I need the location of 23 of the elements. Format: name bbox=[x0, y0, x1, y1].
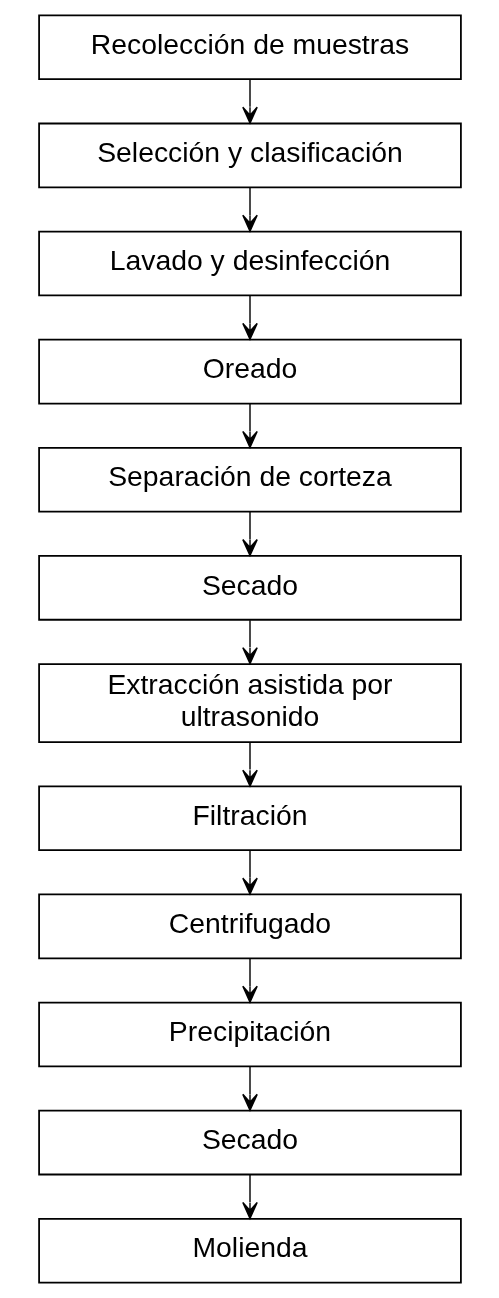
arrow bbox=[241, 1173, 258, 1220]
node-box: Selección y clasificación bbox=[37, 122, 462, 189]
arrow bbox=[241, 511, 258, 557]
node-box: Molienda bbox=[37, 1217, 462, 1284]
arrow bbox=[241, 1065, 258, 1111]
arrow bbox=[241, 741, 258, 787]
arrow bbox=[241, 619, 258, 665]
node-box: Oreado bbox=[37, 338, 462, 405]
node-box: Precipitación bbox=[37, 1001, 462, 1068]
arrow bbox=[241, 78, 258, 124]
node-box: Recolección de muestras bbox=[37, 14, 462, 81]
arrow bbox=[241, 294, 258, 341]
node-box: Lavado y desinfección bbox=[37, 230, 462, 297]
node-box: Filtración bbox=[37, 785, 462, 852]
arrow bbox=[241, 957, 258, 1003]
node-box: Separación de corteza bbox=[37, 446, 462, 513]
node-box: Secado bbox=[37, 1109, 462, 1176]
arrow bbox=[241, 402, 258, 449]
arrow bbox=[241, 186, 258, 232]
arrow bbox=[241, 849, 258, 895]
node-box: Centrifugado bbox=[37, 893, 462, 960]
node-box: Secado bbox=[37, 555, 462, 621]
node-box: Extracción asistida por ultrasonido bbox=[37, 663, 462, 743]
